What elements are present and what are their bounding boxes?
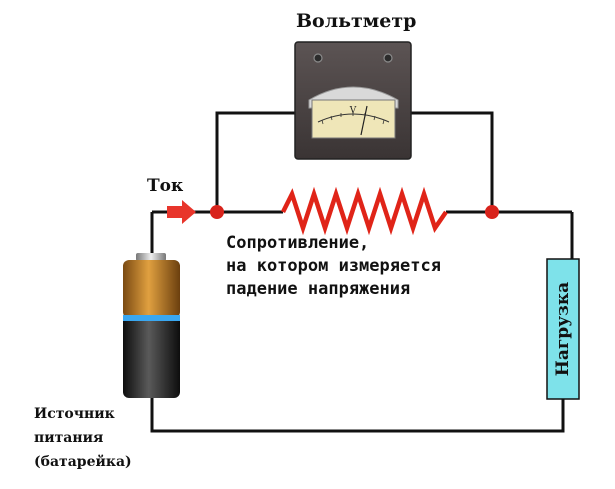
power-source-caption-line: питания — [34, 430, 104, 446]
resistor — [280, 186, 448, 236]
battery-blue-band — [123, 315, 180, 321]
left-node — [210, 205, 224, 219]
battery — [123, 253, 180, 398]
resistor-caption-line: Сопротивление, — [226, 233, 370, 253]
battery-cap — [136, 253, 166, 261]
right-node — [485, 205, 499, 219]
voltmeter-left-wire — [215, 111, 304, 212]
battery-bottom-wire — [150, 395, 565, 433]
power-source-caption-line: Источник — [34, 406, 115, 422]
voltmeter-terminal-right — [383, 53, 393, 63]
voltmeter-needle — [360, 105, 368, 136]
current-label: Ток — [147, 176, 184, 196]
power-source-caption: Источник питания (батарейка) — [34, 402, 132, 474]
resistor-caption-line: на котором измеряется — [226, 256, 441, 276]
resistor-caption: Сопротивление, на котором измеряется пад… — [226, 232, 441, 301]
current-arrow-icon — [167, 200, 196, 224]
load-label: Нагрузка — [553, 281, 573, 377]
voltmeter-terminal-left — [313, 53, 323, 63]
voltmeter: V — [294, 41, 412, 160]
load-box — [546, 258, 580, 400]
resistor-caption-line: падение напряжения — [226, 279, 411, 299]
power-source-caption-line: (батарейка) — [34, 454, 132, 470]
voltmeter-label: Вольтметр — [296, 10, 417, 32]
voltmeter-unit-label: V — [349, 106, 357, 116]
battery-top-section — [123, 260, 180, 318]
battery-body — [123, 315, 180, 398]
voltmeter-right-wire — [403, 111, 494, 212]
load-label-container: Нагрузка — [547, 259, 579, 399]
